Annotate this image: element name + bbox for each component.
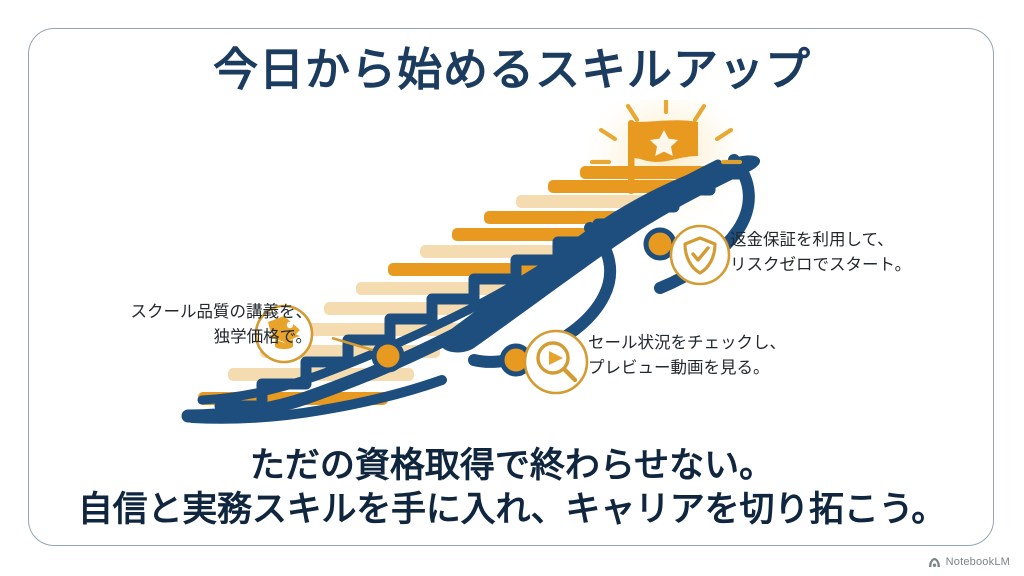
bottom-message-line1: ただの資格取得で終わらせない。 [249,446,775,485]
price-tag-graduation-cap-icon [254,304,314,364]
callout-refund-guarantee-line1: 返金保証を利用して、 [730,231,894,249]
bottom-message: ただの資格取得で終わらせない。 自信と実務スキルを手に入れ、キャリアを切り拓こう… [0,444,1024,532]
connector-dot-left [371,339,405,373]
stair-bottom-tail [187,375,447,424]
callout-sale-preview-line1: セール状況をチェックし、 [588,334,786,352]
callout-sale-preview-line2: プレビュー動画を見る。 [588,358,770,377]
notebooklm-watermark-label: NotebookLM [945,556,1010,568]
stair-top-sweep [439,155,761,353]
callout-school-quality: スクール品質の講義を、 独学価格で。 [106,300,313,350]
callout-school-quality-line1: スクール品質の講義を、 [130,303,313,321]
shield-check-icon [669,224,731,286]
staircase-group [181,154,761,424]
staircase-illustration [70,100,960,430]
callout-school-quality-line2: 独学価格で。 [213,327,312,346]
callout-refund-guarantee: 返金保証を利用して、 リスクゼロでスタート。 [730,228,911,278]
page-title: 今日から始めるスキルアップ [212,44,811,95]
notebooklm-logo-icon [928,557,941,568]
magnifier-play-icon [523,329,589,395]
connector-refund-guarantee [643,227,699,261]
flag-with-star-icon [589,100,743,194]
connector-school-quality [331,336,405,373]
notebooklm-watermark: NotebookLM [928,556,1010,568]
bottom-message-line2: 自信と実務スキルを手に入れ、キャリアを切り拓こう。 [77,490,947,530]
callout-refund-guarantee-line2: リスクゼロでスタート。 [730,255,912,274]
callout-sale-preview: セール状況をチェックし、 プレビュー動画を見る。 [588,331,786,381]
